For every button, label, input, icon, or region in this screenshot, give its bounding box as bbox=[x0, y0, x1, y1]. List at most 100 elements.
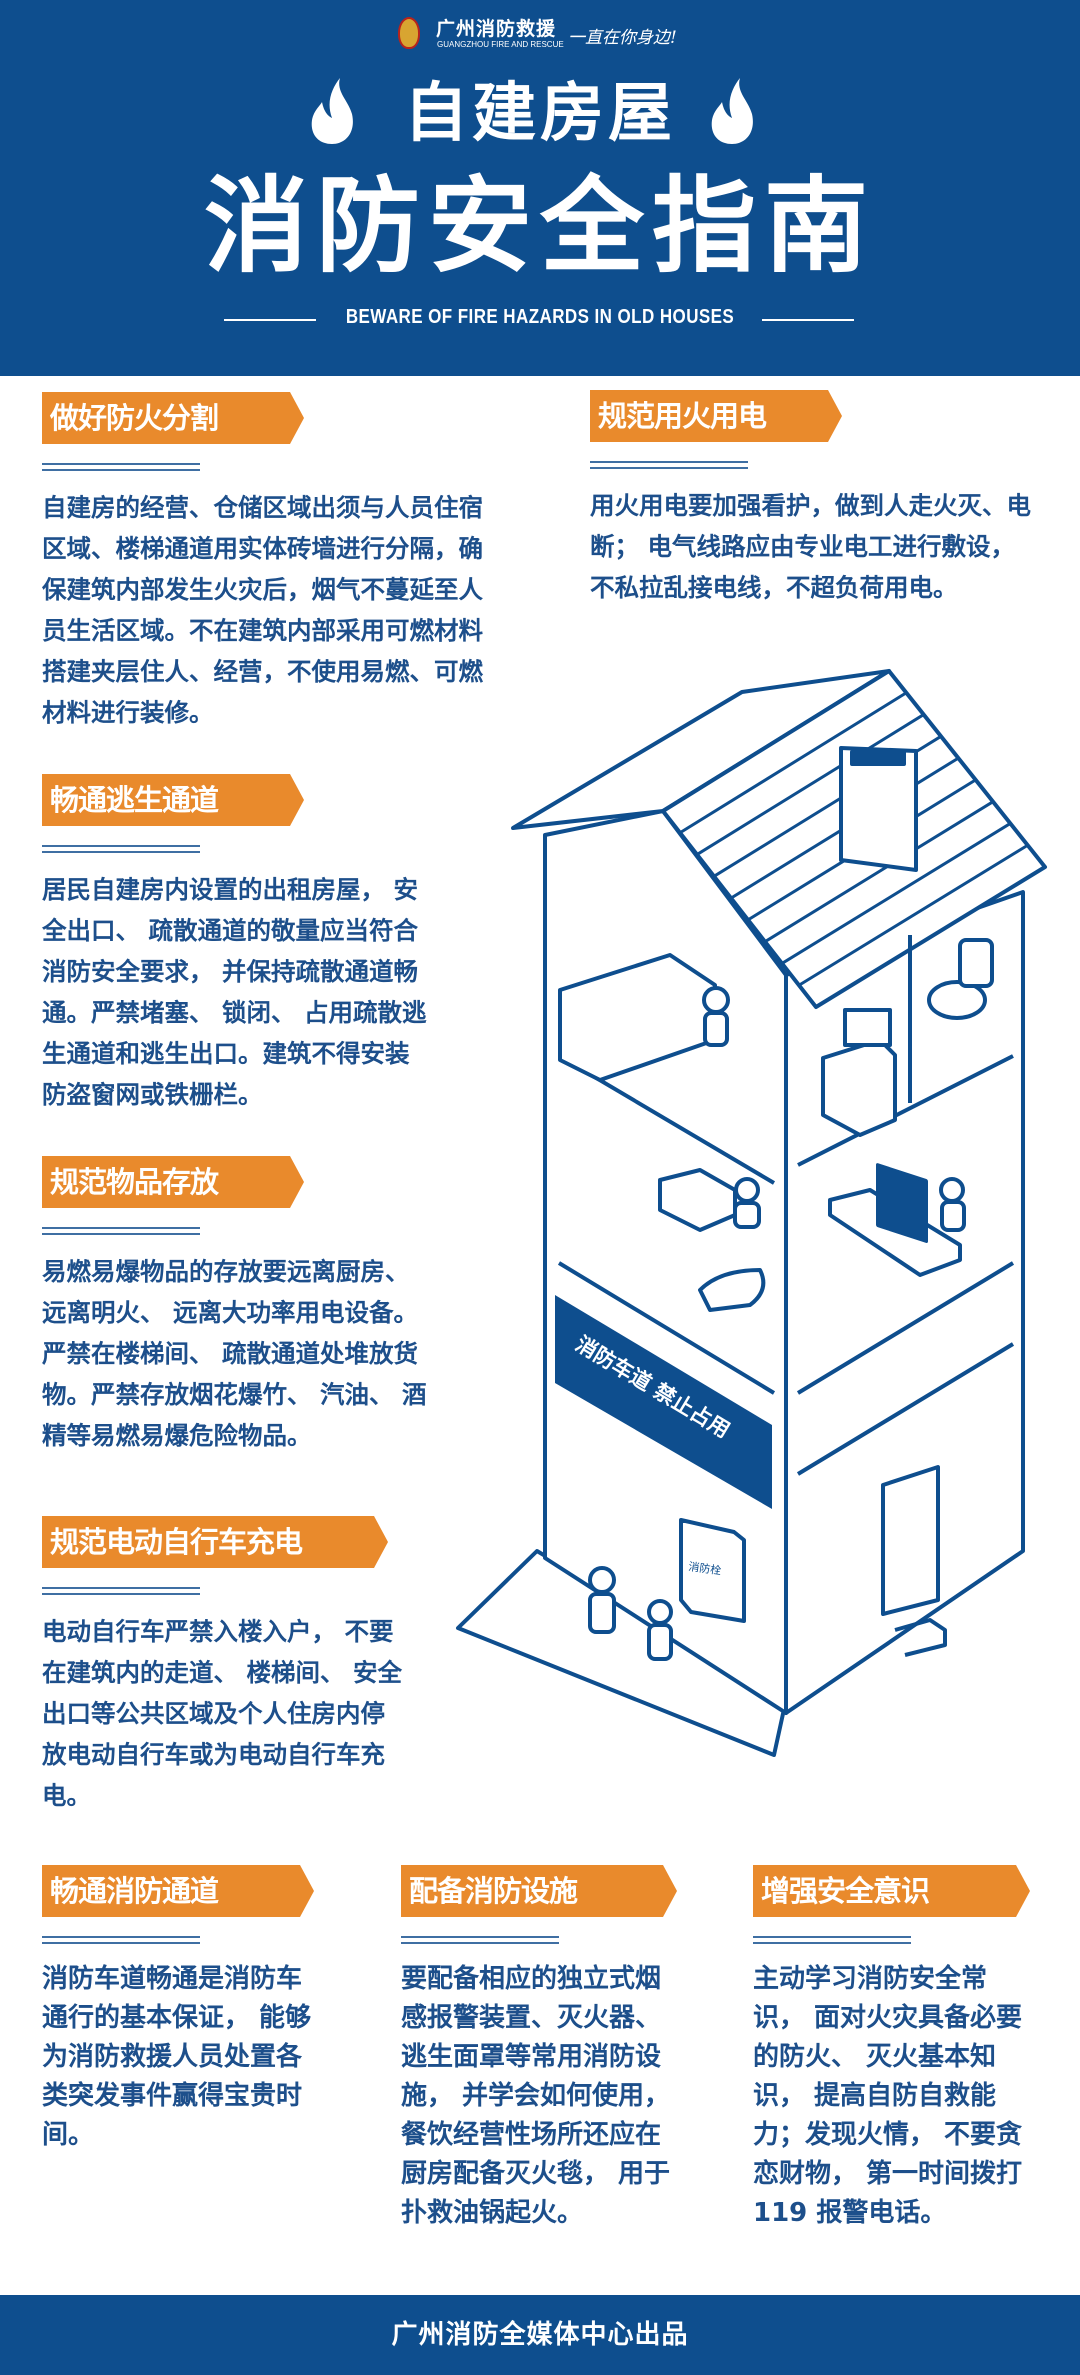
footer-credit: 广州消防全媒体中心出品 bbox=[0, 2295, 1080, 2375]
body-line: 严禁在楼梯间、 疏散通道处堆放货 bbox=[42, 1339, 419, 1368]
section-label: 规范电动自行车充电 bbox=[42, 1516, 388, 1568]
microwave bbox=[843, 1008, 892, 1047]
subtitle: BEWARE OF FIRE HAZARDS IN OLD HOUSES bbox=[345, 306, 735, 328]
section-divider bbox=[42, 1936, 200, 1944]
body-line: 保建筑内部发生火灾后，烟气不蔓延至人 bbox=[42, 575, 483, 604]
firefighter-figure bbox=[588, 1566, 616, 1634]
body-line: 逃生面罩等常用消防设 bbox=[401, 2042, 662, 2072]
floor-line-left-2 bbox=[557, 1261, 776, 1395]
floor-line-right-3 bbox=[796, 1342, 1015, 1476]
body-line: 员生活区域。不在建筑内部采用可燃材料 bbox=[42, 616, 483, 645]
body-line: 类突发事件赢得宝贵时 bbox=[42, 2081, 303, 2111]
chimney bbox=[839, 746, 918, 872]
body-line: 居民自建房内设置的出租房屋， 安 bbox=[42, 875, 419, 904]
slogan: 一直在你身边! bbox=[568, 28, 677, 48]
child-figure bbox=[647, 1599, 673, 1661]
section-body: 居民自建房内设置的出租房屋， 安全出口、 疏散通道的敬量应当符合消防安全要求， … bbox=[42, 869, 427, 1115]
body-line: 材料进行装修。 bbox=[42, 698, 214, 727]
door bbox=[881, 1465, 940, 1616]
section-label: 畅通消防通道 bbox=[42, 1865, 314, 1917]
body-line: 搭建夹层住人、经营，不使用易燃、可燃 bbox=[42, 657, 483, 686]
body-line: 用火用电要加强看护，做到人走火灭、电 bbox=[590, 491, 1031, 520]
body-line: 物。严禁存放烟花爆竹、 汽油、 酒 bbox=[42, 1380, 427, 1409]
section-divider bbox=[42, 1587, 200, 1595]
house-left-wall bbox=[543, 809, 788, 1715]
section-label: 做好防火分割 bbox=[42, 392, 304, 444]
monitor bbox=[876, 1163, 928, 1243]
section-body: 要配备相应的独立式烟感报警装置、灭火器、逃生面罩等常用消防设施， 并学会如何使用… bbox=[401, 1960, 670, 2233]
cabinet bbox=[821, 1038, 897, 1137]
flame-icon-right bbox=[711, 78, 753, 144]
body-line: 远离明火、 远离大功率用电设备。 bbox=[42, 1298, 419, 1327]
section-label: 增强安全意识 bbox=[753, 1865, 1030, 1917]
steps bbox=[894, 1618, 947, 1657]
floor-line-right-2 bbox=[796, 1261, 1015, 1395]
section-body: 主动学习消防安全常识， 面对火灾具备必要的防火、 灭火基本知识， 提高自防自救能… bbox=[753, 1960, 1022, 2233]
toilet bbox=[927, 980, 987, 1020]
fire-lane-sign bbox=[555, 1295, 772, 1509]
subtitle-rule-right bbox=[762, 319, 854, 321]
body-line: 区域、楼梯通道用实体砖墙进行分隔，确 bbox=[42, 534, 483, 563]
header-banner: 广州消防救援 GUANGZHOU FIRE AND RESCUE 一直在你身边!… bbox=[0, 0, 1080, 376]
body-line: 断； 电气线路应由专业电工进行敷设， bbox=[590, 532, 1016, 561]
title-line-1: 自建房屋 bbox=[404, 77, 676, 151]
section-body: 用火用电要加强看护，做到人走火灭、电断； 电气线路应由专业电工进行敷设， 不私拉乱… bbox=[590, 485, 1031, 608]
flame-icon-left bbox=[311, 78, 353, 144]
section-label: 规范用火用电 bbox=[590, 390, 842, 442]
person-crouching bbox=[733, 1177, 761, 1229]
floor-line-right-1 bbox=[797, 1054, 1014, 1167]
body-line: 防盗窗网或铁栅栏。 bbox=[42, 1080, 263, 1109]
body-line: 通行的基本保证， 能够 bbox=[42, 2003, 312, 2033]
body-line: 间。 bbox=[42, 2120, 95, 2150]
chimney-top bbox=[850, 750, 906, 766]
roof-stripe bbox=[679, 691, 908, 835]
body-line: 电动自行车严禁入楼入户， 不要 bbox=[42, 1617, 394, 1646]
body-line: 恋财物， 第一时间拨打 bbox=[753, 2159, 1023, 2189]
fire-hydrant-box bbox=[679, 1518, 746, 1623]
section-divider bbox=[42, 845, 200, 853]
subtitle-rule-left bbox=[224, 319, 316, 321]
body-line: 出口等公共区域及个人住房内停 bbox=[42, 1699, 385, 1728]
body-line: 识， 提高自防自救能 bbox=[753, 2081, 997, 2111]
body-line: 的防火、 灭火基本知 bbox=[753, 2042, 997, 2072]
body-line: 电。 bbox=[42, 1781, 91, 1810]
body-line: 消防车道畅通是消防车 bbox=[42, 1964, 303, 1994]
body-line: 消防安全要求， 并保持疏散通道畅 bbox=[42, 957, 419, 986]
body-line: 餐饮经营性场所还应在 bbox=[401, 2120, 662, 2150]
body-line: 生通道和逃生出口。建筑不得安装 bbox=[42, 1039, 410, 1068]
person-desk bbox=[939, 1177, 966, 1232]
logo-english: GUANGZHOU FIRE AND RESCUE bbox=[437, 40, 564, 49]
section-divider bbox=[42, 1227, 200, 1235]
body-line: 放电动自行车或为电动自行车充 bbox=[42, 1740, 385, 1769]
body-line: 易燃易爆物品的存放要远离厨房、 bbox=[42, 1257, 410, 1286]
toilet-tank bbox=[958, 938, 994, 988]
body-line: 感报警装置、灭火器、 bbox=[401, 2003, 662, 2033]
body-line: 施， 并学会如何使用， bbox=[401, 2081, 671, 2111]
fire-rescue-emblem-icon bbox=[398, 17, 420, 49]
body-line: 扑救油锅起火。 bbox=[401, 2198, 584, 2228]
section-label: 畅通逃生通道 bbox=[42, 774, 304, 826]
body-line: 精等易燃易爆危险物品。 bbox=[42, 1421, 312, 1450]
section-body: 消防车道畅通是消防车通行的基本保证， 能够为消防救援人员处置各类突发事件赢得宝贵… bbox=[42, 1960, 311, 2155]
body-line: 力；发现火情， 不要贪 bbox=[753, 2120, 1023, 2150]
hydrant-label: 消防栓 bbox=[688, 1559, 723, 1577]
logo-name: 广州消防救援 bbox=[436, 18, 557, 40]
body-line: 要配备相应的独立式烟 bbox=[401, 1964, 662, 1994]
body-line: 全出口、 疏散通道的敬量应当符合 bbox=[42, 916, 419, 945]
person-kitchen bbox=[702, 986, 730, 1047]
body-line: 通。严禁堵塞、 锁闭、 占用疏散逃 bbox=[42, 998, 427, 1027]
body-line: 在建筑内的走道、 楼梯间、 安全 bbox=[42, 1658, 403, 1687]
section-divider bbox=[42, 463, 200, 471]
roof-stripe bbox=[764, 800, 994, 943]
body-line: 主动学习消防安全常 bbox=[753, 1964, 988, 1994]
section-body: 自建房的经营、仓储区域出须与人员住宿区域、楼梯通道用实体砖墙进行分隔，确保建筑内… bbox=[42, 487, 483, 733]
section-label: 配备消防设施 bbox=[401, 1865, 677, 1917]
title-line-2: 消防安全指南 bbox=[203, 165, 876, 287]
body-line: 识， 面对火灾具备必要 bbox=[753, 2003, 1023, 2033]
body-line: 不私拉乱接电线，不超负荷用电。 bbox=[590, 573, 958, 602]
armchair bbox=[698, 1268, 766, 1312]
section-body: 电动自行车严禁入楼入户， 不要在建筑内的走道、 楼梯间、 安全出口等公共区域及个… bbox=[42, 1611, 402, 1816]
roof-stripe bbox=[781, 822, 1012, 965]
section-divider bbox=[590, 461, 748, 469]
